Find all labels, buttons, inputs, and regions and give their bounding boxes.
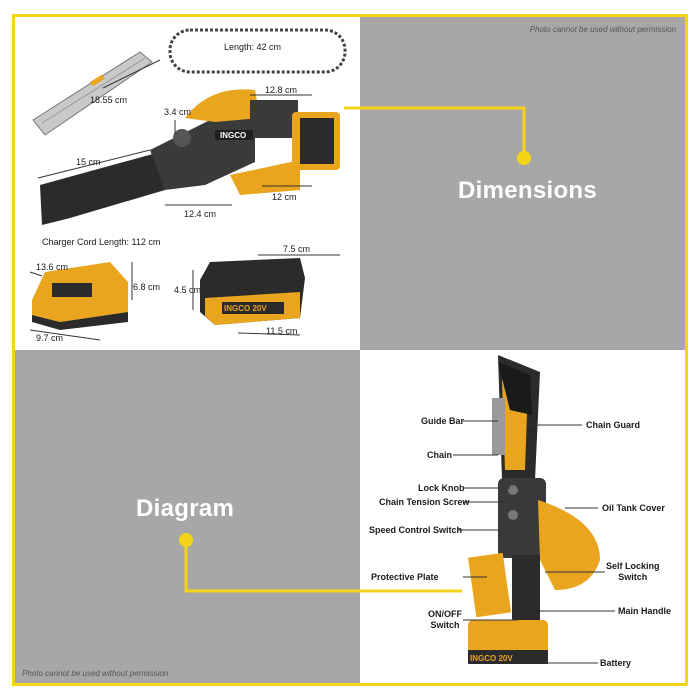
chain-label: Chain	[427, 450, 453, 460]
battery-label: Battery	[600, 658, 632, 668]
guide-bar-label: Guide Bar	[421, 416, 465, 426]
chainsaw-diagram-image: INGCO 20V	[467, 355, 600, 664]
charger-depth-label: 9.7 cm	[36, 333, 64, 343]
yellow-frame	[12, 14, 688, 686]
body-length-label: 12.4 cm	[184, 209, 217, 219]
dimensions-title: Dimensions	[458, 177, 598, 204]
plate-length-label: 12 cm	[272, 192, 297, 202]
battery-height-label: 4.5 cm	[174, 285, 202, 295]
saw-length-label: 15 cm	[76, 157, 101, 167]
svg-text:INGCO: INGCO	[220, 131, 246, 140]
oil-tank-cover-label: Oil Tank Cover	[602, 503, 665, 513]
charger-cord-label: Charger Cord Length: 112 cm	[42, 237, 161, 247]
watermark-bottom: Photo cannot be used without permission	[22, 669, 169, 678]
dimensions-title-panel	[360, 17, 685, 350]
charger-width-label: 13.6 cm	[36, 262, 69, 272]
watermark-top: Photo cannot be used without permission	[529, 25, 676, 34]
diagram-connector	[179, 533, 462, 593]
svg-text:INGCO 20V: INGCO 20V	[470, 654, 513, 663]
chain-guard-label: Chain Guard	[586, 420, 641, 430]
dimension-lines	[29, 59, 340, 341]
charger-image	[32, 262, 128, 330]
battery-length-label: 11.5 cm	[266, 326, 298, 336]
protective-plate-label: Protective Plate	[371, 572, 439, 582]
main-handle-label: Main Handle	[618, 606, 672, 616]
guide-bar-image	[32, 51, 153, 136]
charger-height-label: 6.8 cm	[133, 282, 161, 292]
svg-text:INGCO 20V: INGCO 20V	[224, 304, 267, 313]
guide-bar-length-label: 18.55 cm	[90, 95, 128, 105]
lock-knob-label: Lock Knob	[418, 483, 465, 493]
motor-width-label: 12.8 cm	[265, 85, 298, 95]
battery-image: INGCO 20V	[200, 258, 305, 325]
diagram-title-panel	[15, 350, 360, 683]
saw-chain-image	[168, 28, 347, 74]
on-off-switch-label: ON/OFF Switch	[428, 609, 462, 630]
dimensions-connector	[344, 106, 531, 165]
diagram-title: Diagram	[136, 495, 235, 522]
speed-control-switch-label: Speed Control Switch	[369, 525, 463, 535]
self-locking-switch-label: Self Locking Switch	[606, 561, 660, 582]
knob-height-label: 3.4 cm	[164, 107, 192, 117]
chain-length-label: Length: 42 cm	[224, 42, 282, 52]
chain-tension-screw-label: Chain Tension Screw	[379, 497, 470, 507]
chainsaw-image: INGCO	[40, 89, 340, 225]
diagram-leader-lines	[453, 420, 615, 664]
battery-width-label: 7.5 cm	[283, 244, 311, 254]
